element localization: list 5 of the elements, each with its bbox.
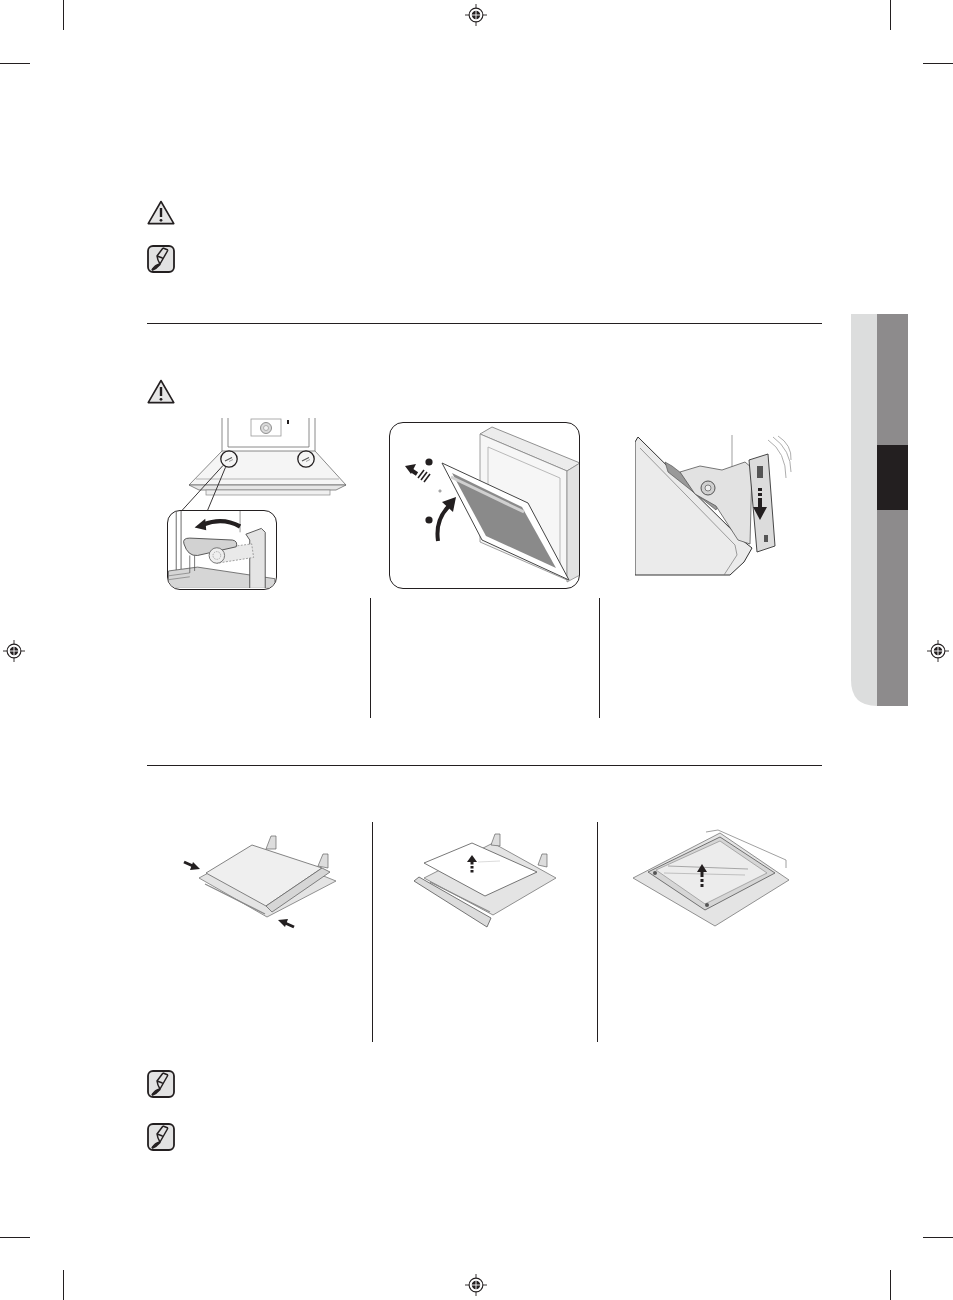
magnifier-circle <box>297 450 315 468</box>
leader-line <box>207 466 226 511</box>
leader-line <box>181 465 224 511</box>
hinge-closeup-drawing <box>167 510 277 590</box>
magnifier-circle <box>220 450 238 468</box>
